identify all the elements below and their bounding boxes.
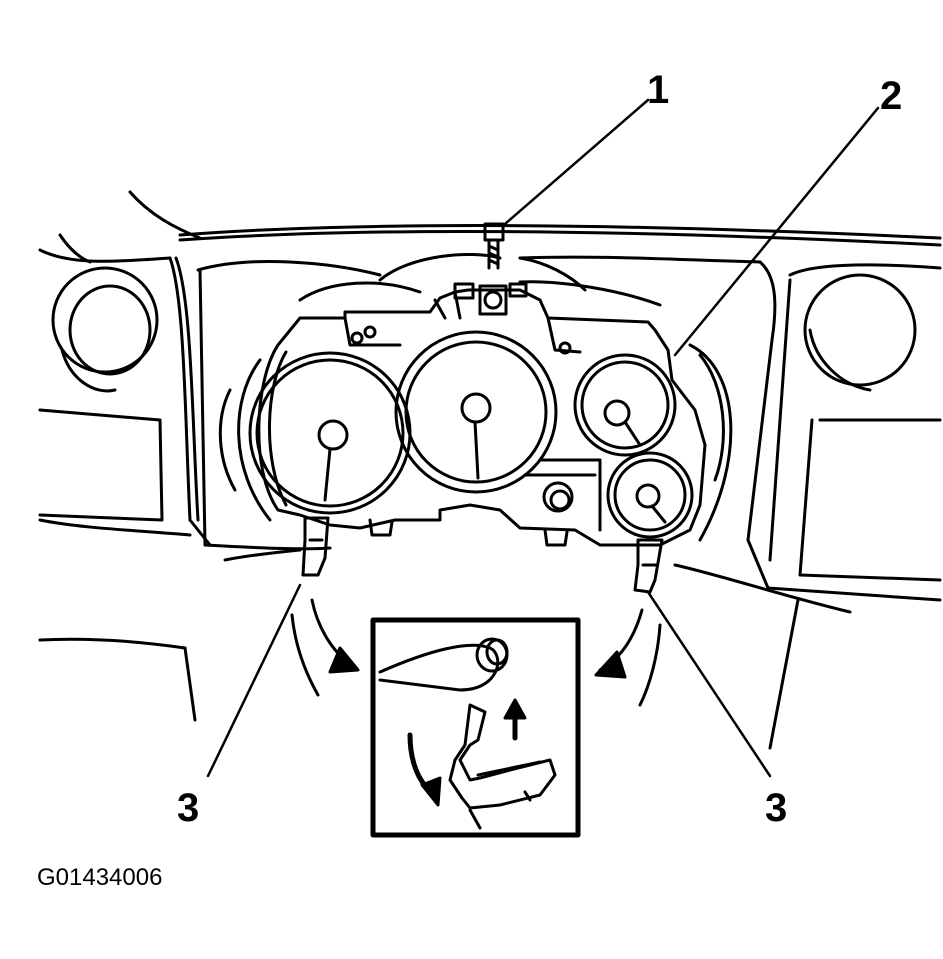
callout-2-cluster: 2 [880,74,903,118]
callout-3-left-clip: 3 [177,786,200,830]
right-retaining-clip [633,538,664,594]
figure-id: G01434006 [37,864,163,891]
fuel-gauge [573,353,677,457]
dashboard-outline [38,190,942,750]
detail-inset [370,617,581,838]
screw [483,222,505,270]
right-air-vent [798,273,942,582]
leader-lines [206,98,880,778]
curved-arrow-icon [407,732,442,807]
callout-3-right-clip: 3 [765,786,788,830]
curved-arrow-icon [290,598,662,707]
tachometer-gauge [248,351,412,515]
trip-reset-knob [523,473,597,513]
left-retaining-clip [301,516,330,577]
arrow-up-icon [503,698,527,741]
mounting-tabs [368,518,569,547]
cluster-housing [218,253,733,547]
left-air-vent [38,266,164,522]
callout-1-screw: 1 [647,68,670,112]
temperature-gauge [606,451,694,539]
speedometer-gauge [394,330,558,494]
